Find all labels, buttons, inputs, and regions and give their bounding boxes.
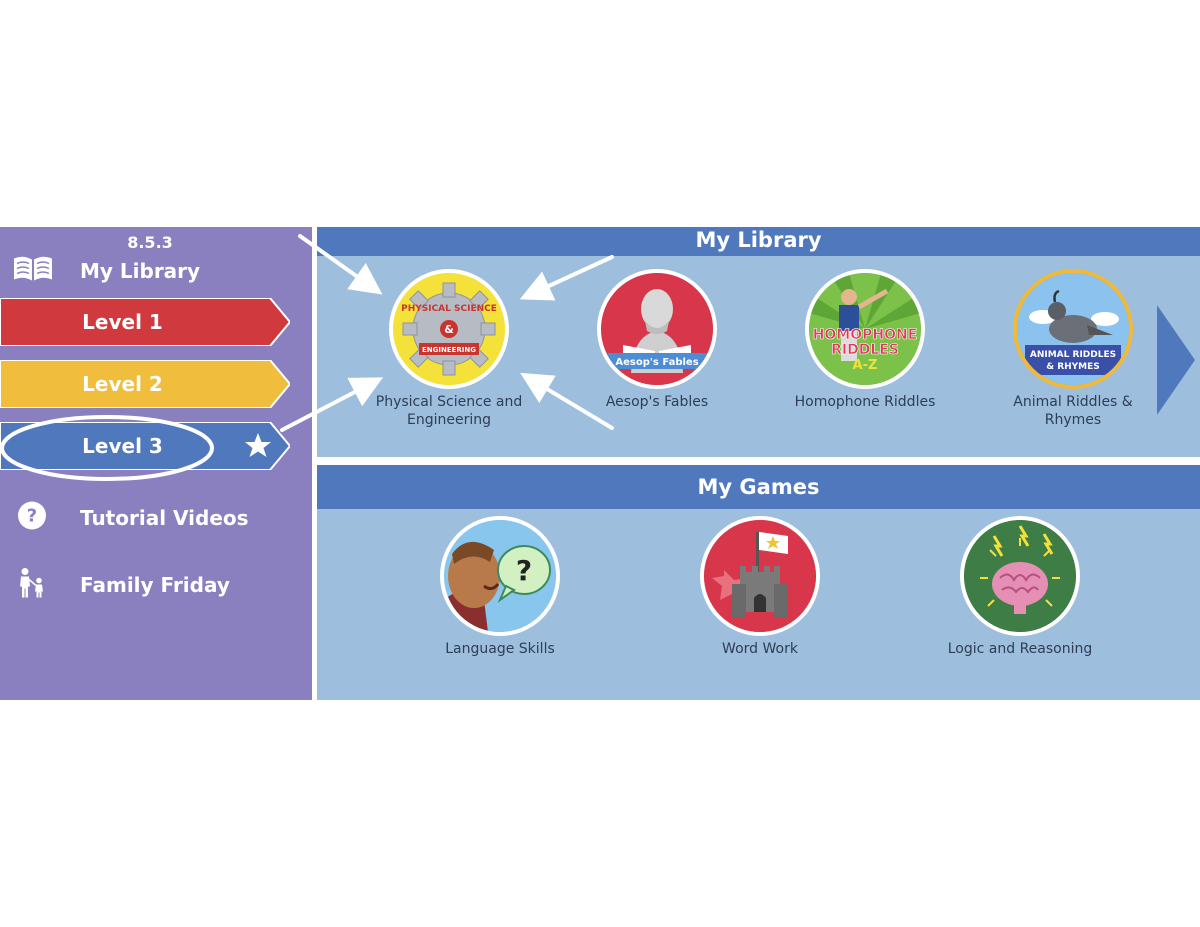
sidebar: 8.5.3 My Library Level 1 Level 2 [0, 227, 312, 700]
sidebar-item-label: Tutorial Videos [80, 506, 249, 530]
game-cover: ? [440, 516, 560, 636]
library-next-button[interactable] [1157, 305, 1197, 415]
help-icon: ? [17, 501, 47, 536]
book-title: Physical Science and Engineering [375, 394, 523, 428]
star-icon [245, 433, 271, 457]
level-label: Level 3 [82, 434, 163, 458]
level-1-tab-shape [0, 298, 290, 346]
app-window: 8.5.3 My Library Level 1 Level 2 [0, 227, 1200, 700]
library-header: My Library [317, 227, 1200, 256]
book-cover: Aesop's Fables [597, 269, 717, 389]
games-panel: My Games ? Language Skills [317, 465, 1200, 700]
sidebar-item-tutorial-videos[interactable]: ? Tutorial Videos [0, 498, 300, 538]
game-cover [960, 516, 1080, 636]
svg-text:ANIMAL RIDDLES: ANIMAL RIDDLES [1030, 350, 1116, 360]
svg-text:?: ? [516, 554, 532, 587]
game-cover [700, 516, 820, 636]
library-panel: My Library PH [317, 227, 1200, 457]
sidebar-item-level-1[interactable]: Level 1 [0, 298, 290, 346]
games-header: My Games [317, 465, 1200, 509]
level-label: Level 1 [82, 310, 163, 334]
sidebar-item-level-3[interactable]: Level 3 [0, 422, 290, 470]
book-title: Animal Riddles & Rhymes [1013, 394, 1133, 428]
svg-text:HOMOPHONE: HOMOPHONE [813, 327, 918, 343]
svg-text:&: & [444, 323, 454, 336]
svg-text:PHYSICAL SCIENCE: PHYSICAL SCIENCE [401, 304, 497, 314]
svg-text:& RHYMES: & RHYMES [1046, 362, 1100, 372]
version-label: 8.5.3 [127, 233, 173, 252]
book-cover: ANIMAL RIDDLES & RHYMES [1013, 269, 1133, 389]
book-cover: HOMOPHONE RIDDLES A-Z [805, 269, 925, 389]
game-title: Language Skills [445, 641, 555, 657]
svg-text:Aesop's Fables: Aesop's Fables [615, 357, 698, 368]
sidebar-item-label: My Library [80, 259, 201, 283]
sidebar-item-family-friday[interactable]: Family Friday [0, 565, 300, 605]
sidebar-item-level-2[interactable]: Level 2 [0, 360, 290, 408]
game-title: Word Work [722, 641, 798, 657]
family-icon [16, 567, 48, 604]
sidebar-item-my-library[interactable]: My Library [0, 251, 300, 291]
chevron-right-icon [1157, 305, 1195, 415]
sidebar-item-label: Family Friday [80, 573, 230, 597]
svg-text:A-Z: A-Z [853, 358, 878, 373]
book-icon [12, 255, 54, 288]
book-title: Aesop's Fables [605, 394, 709, 410]
book-title: Homophone Riddles [794, 394, 936, 410]
svg-text:ENGINEERING: ENGINEERING [422, 346, 476, 354]
level-label: Level 2 [82, 372, 163, 396]
game-title: Logic and Reasoning [947, 641, 1093, 657]
svg-text:RIDDLES: RIDDLES [831, 342, 899, 358]
sidebar-divider [312, 227, 317, 700]
svg-text:?: ? [27, 506, 37, 527]
book-cover: PHYSICAL SCIENCE & ENGINEERING [389, 269, 509, 389]
